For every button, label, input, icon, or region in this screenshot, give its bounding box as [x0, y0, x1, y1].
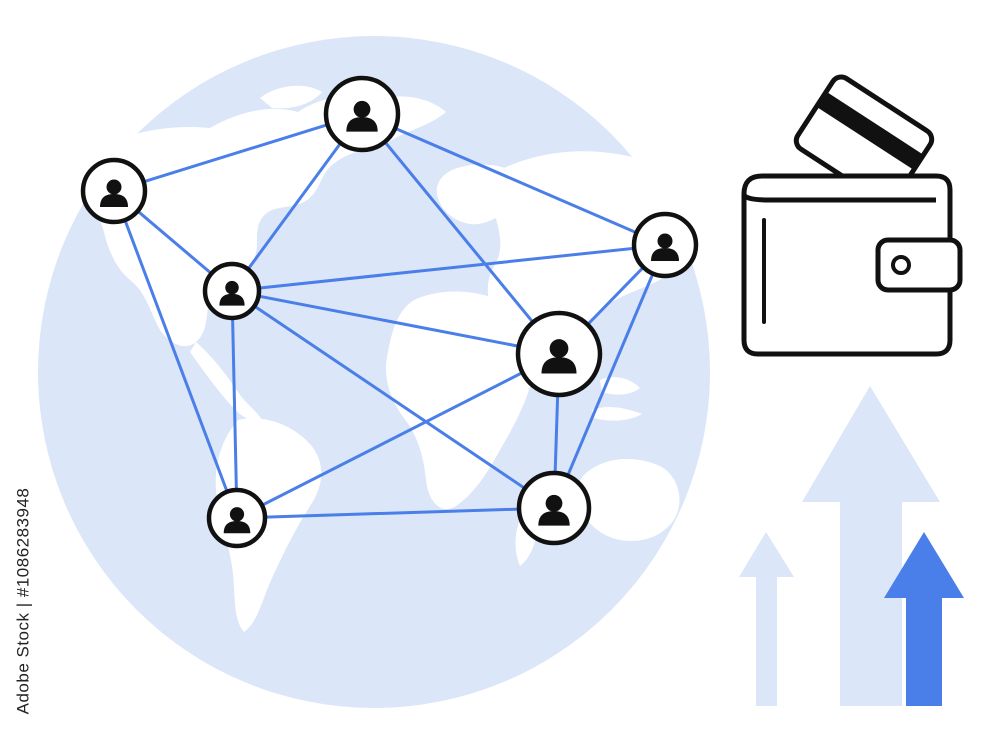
growth-arrows [739, 386, 964, 706]
network-node [631, 211, 699, 279]
stock-id-watermark: Adobe Stock | #1086283948 [10, 488, 36, 715]
link [112, 189, 239, 520]
link [230, 289, 561, 356]
arrow-up-icon-large [802, 386, 940, 706]
wallet-icon [741, 74, 963, 357]
arrow-up-icon-accent [884, 532, 964, 706]
link [230, 243, 667, 293]
link [360, 112, 667, 247]
network-links [112, 112, 667, 520]
wallet-clasp-button [891, 255, 911, 275]
link [230, 289, 556, 510]
continent-africa [385, 291, 537, 510]
wallet-pocket-edge [741, 193, 936, 203]
link [235, 352, 561, 520]
link [552, 243, 667, 510]
islands-southeast-asia [600, 377, 640, 395]
wallet-body [741, 173, 953, 357]
network-node [323, 75, 401, 153]
stock-id-text: Adobe Stock | #1086283948 [13, 487, 33, 715]
islands-indonesia [592, 407, 642, 421]
link [360, 112, 561, 356]
continent-asia [487, 151, 696, 340]
continent-australia [578, 458, 680, 541]
continent-south-america [215, 418, 322, 632]
wallet-clasp [875, 237, 963, 293]
island-greenland [260, 85, 322, 109]
arrow-up-icon-small [739, 532, 794, 706]
network-node [515, 310, 603, 398]
network-node [206, 487, 268, 549]
link [112, 112, 364, 193]
network-node [80, 157, 148, 225]
link [230, 289, 239, 520]
network-node [516, 470, 592, 546]
continent-central-america [190, 342, 262, 421]
network-nodes [80, 75, 699, 549]
network-node [202, 261, 262, 321]
continent-north-america [80, 96, 446, 347]
link [235, 506, 556, 520]
